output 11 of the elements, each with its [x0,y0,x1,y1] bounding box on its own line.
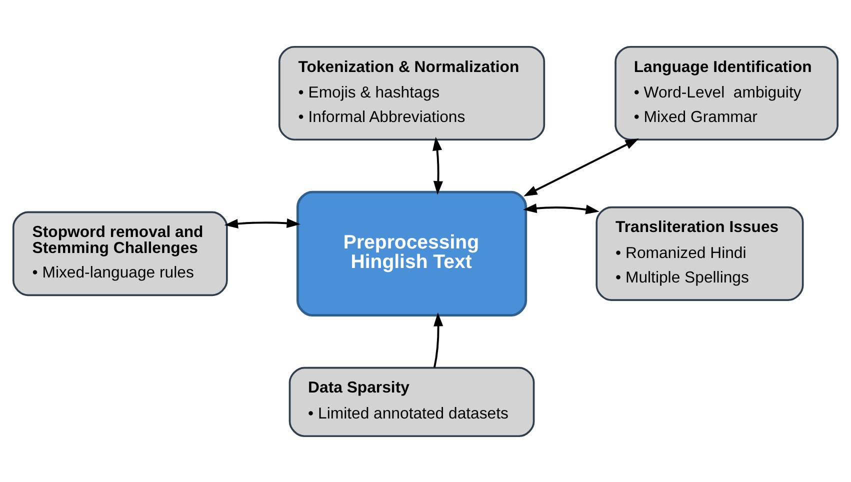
arrow [432,136,443,194]
arrow [433,312,444,368]
arrow [523,203,600,214]
node-box: Language Identification • Word-Level ambiguity • Mixed Grammar [614,45,839,140]
node-box: Data Sparsity • Limited annotated datasets [288,366,535,437]
node-box: Tokenization & Normalization • Emojis & hashtags • Informal Abbreviations [278,45,546,140]
node-box: Stopword removal and Stemming Challenges • Mixed-language rules [12,210,228,296]
node-box: Preprocessing Hinglish Text [296,190,528,316]
node-box: Transliteration Issues • Romanized Hindi • Multiple Spellings [596,206,804,300]
arrow [224,218,300,228]
arrow [524,138,640,196]
